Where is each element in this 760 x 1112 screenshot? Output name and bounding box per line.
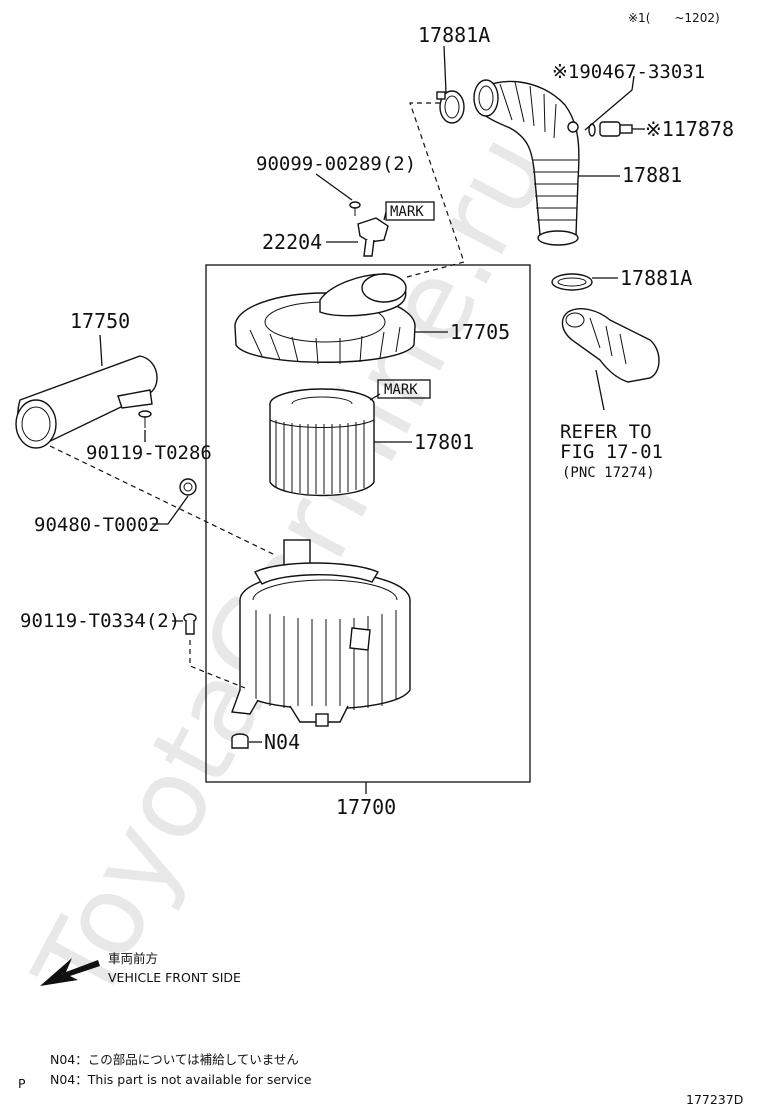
label-17878: ※117878 [645, 117, 734, 141]
label-90119-t0334: 90119-T0334(2) [20, 610, 180, 632]
label-17705: 17705 [450, 320, 510, 344]
label-17881: 17881 [622, 163, 682, 187]
sensor-17878-illustration [599, 121, 633, 137]
grommet-90480-illustration [179, 478, 197, 496]
inlet-pipe-17750-illustration [15, 355, 158, 449]
label-90480-t0002: 90480-T0002 [34, 514, 160, 536]
hose-clamp-mid-illustration [551, 273, 593, 291]
label-17881a-top: 17881A [418, 23, 490, 47]
corner-note: ※1( ~1202) [628, 11, 720, 25]
label-fig-17-01: FIG 17-01 [560, 441, 663, 463]
assembly-box-17700 [205, 264, 531, 783]
mark-label-1: MARK [390, 204, 424, 220]
air-filter-illustration [269, 388, 375, 497]
vehicle-front-arrow-icon [40, 958, 100, 986]
label-17750: 17750 [70, 309, 130, 333]
footnote-en: N04：This part is not available for servi… [50, 1072, 312, 1087]
bolt-90119-t0286-illustration [138, 410, 152, 428]
bolt-90119-t0334-illustration [183, 613, 197, 635]
intake-hose-illustration [473, 79, 580, 246]
label-refer-to: REFER TO [560, 421, 652, 443]
label-17700: 17700 [336, 795, 396, 819]
cleaner-case-illustration [231, 539, 411, 727]
footnote-jp: N04：この部品については補給していません [50, 1052, 299, 1067]
label-pnc-17274: (PNC 17274) [562, 465, 655, 481]
screw-90099-illustration [349, 201, 361, 216]
mark-box-2 [377, 379, 431, 399]
inlet-duct-illustration [561, 308, 660, 383]
cleaner-cap-illustration [234, 273, 416, 365]
label-90467-33031: ※190467-33031 [552, 61, 705, 83]
sensor-22204-illustration [357, 217, 389, 257]
mark-box-1 [385, 201, 435, 221]
label-90119-t0286: 90119-T0286 [86, 442, 212, 464]
grommet-n04-illustration [231, 733, 249, 749]
label-22204: 22204 [262, 230, 322, 254]
hose-clamp-top-illustration [436, 90, 465, 124]
figure-code: 177237D [686, 1092, 743, 1107]
label-n04: N04 [264, 730, 300, 754]
label-17801: 17801 [414, 430, 474, 454]
label-17881a-mid: 17881A [620, 266, 692, 290]
mark-label-2: MARK [384, 382, 418, 398]
label-90099-00289: 90099-00289(2) [256, 153, 416, 175]
front-side-en: VEHICLE FRONT SIDE [108, 970, 241, 985]
front-side-jp: 車両前方 [108, 951, 158, 966]
page-letter: P [18, 1076, 26, 1091]
